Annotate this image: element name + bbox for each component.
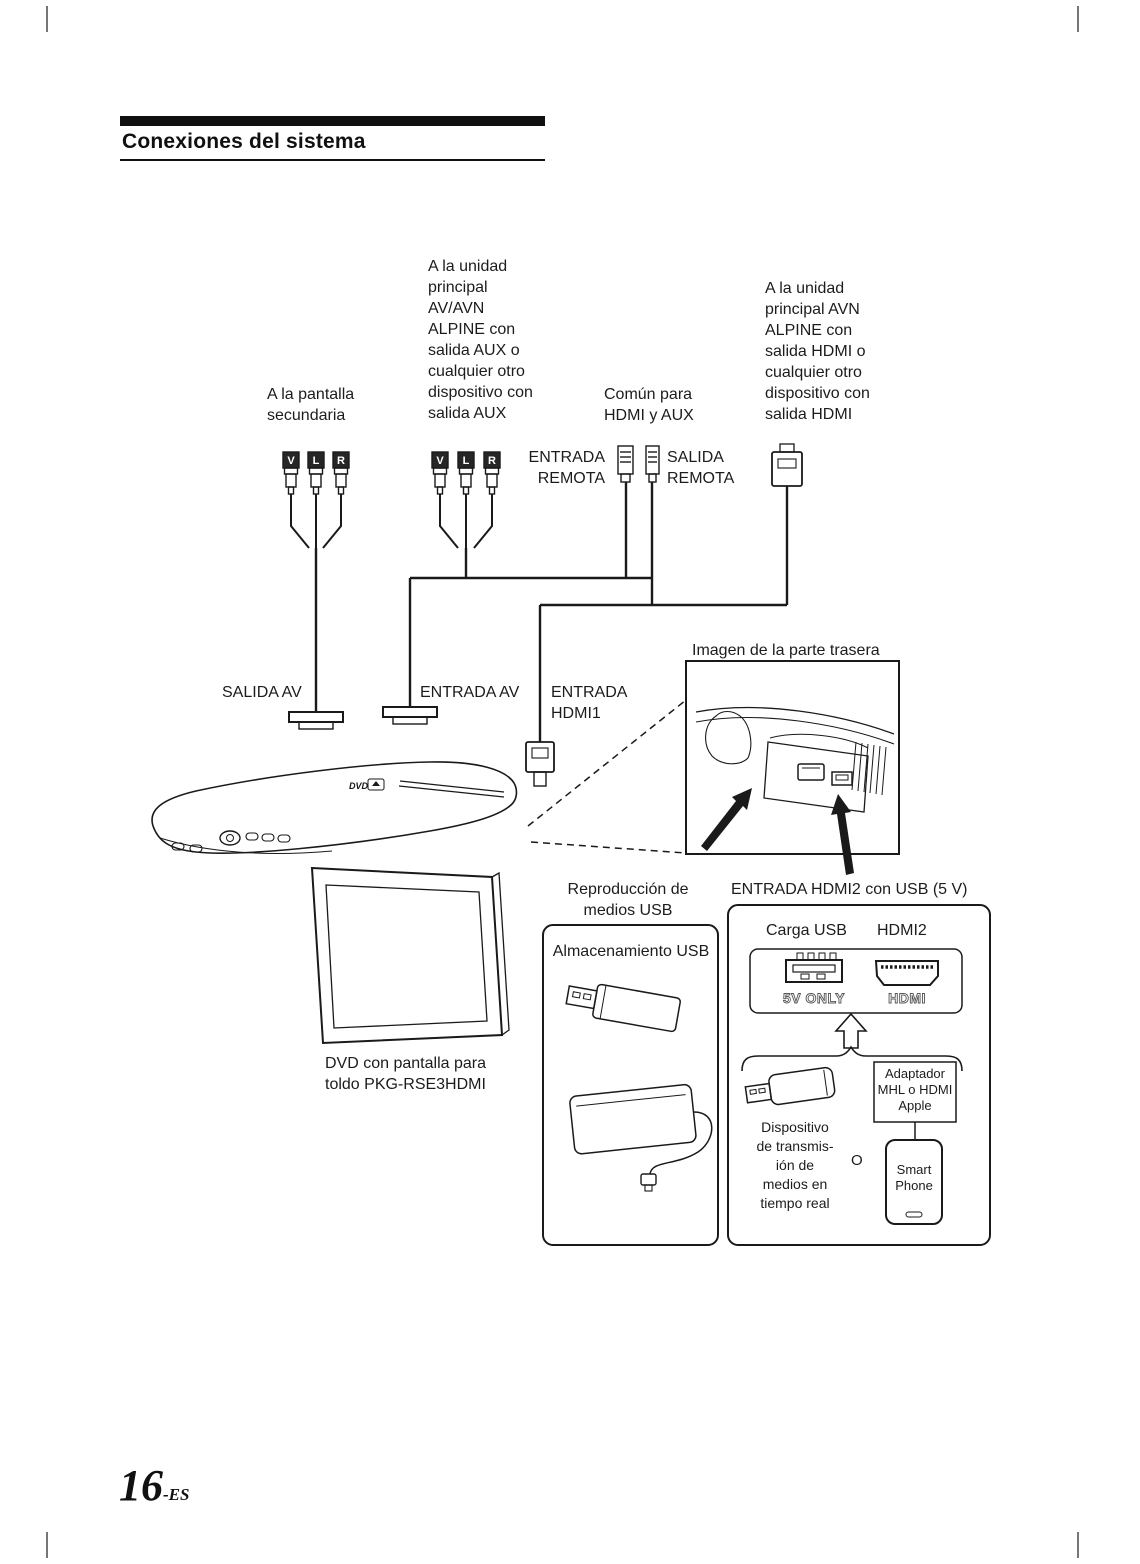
page-number-value: 16 — [119, 1461, 163, 1510]
rca-label-r: R — [488, 455, 496, 467]
usb-port-icon — [785, 952, 843, 983]
crop-marks-icon — [46, 6, 1079, 1558]
dashed-leader-lines — [527, 699, 687, 854]
usb-storage-box-drawing — [542, 924, 719, 1246]
harness-wires — [314, 482, 789, 742]
arrow-to-usb-port-icon — [701, 788, 752, 851]
label-av-output: SALIDA AV — [222, 684, 302, 701]
label-hdmi1-input: ENTRADA HDMI1 — [551, 684, 628, 722]
label-to-secondary-display: A la pantalla secundaria — [267, 386, 355, 424]
label-hdmi2: HDMI2 — [877, 922, 927, 939]
rca-label-v: V — [436, 455, 444, 467]
label-unit-caption: DVD con pantalla para toldo PKG-RSE3HDMI — [325, 1055, 486, 1093]
av-input-plug — [382, 706, 438, 725]
label-hdmi2-section-title: ENTRADA HDMI2 con USB (5 V) — [731, 881, 968, 898]
label-to-aux-head-unit: A la unidad principal AV/AVN ALPINE con … — [428, 258, 533, 422]
rca-label-l: L — [313, 455, 320, 467]
arrow-to-hdmi2-port-icon — [831, 794, 854, 875]
rca-label-l: L — [463, 455, 470, 467]
label-streaming-device: Dispositivo de transmis- ión de medios e… — [756, 1119, 834, 1211]
hdmi-head-unit-connector-icon — [771, 443, 803, 487]
up-arrow-icon — [834, 1012, 868, 1049]
dvd-overhead-unit-drawing: DVD — [151, 761, 518, 1045]
label-smartphone: Smart Phone — [895, 1162, 933, 1193]
remote-output-connector-icon — [645, 445, 660, 483]
section-header: Conexiones del sistema — [120, 116, 545, 161]
label-charge-usb: Carga USB — [766, 922, 847, 939]
label-remote-output: SALIDA REMOTA — [667, 449, 735, 487]
label-remote-input: ENTRADA REMOTA — [528, 449, 605, 487]
rca-label-r: R — [337, 455, 345, 467]
label-rear-view-title: Imagen de la parte trasera — [692, 642, 880, 659]
hdmi-port-label: HDMI — [888, 990, 926, 1006]
page-title: Conexiones del sistema — [120, 126, 545, 161]
dvd-logo: DVD — [349, 781, 369, 791]
label-to-hdmi-head-unit: A la unidad principal AVN ALPINE con sal… — [765, 280, 870, 423]
rca-connectors-av-output: V L R — [282, 451, 350, 730]
label-av-input: ENTRADA AV — [420, 684, 520, 701]
streaming-stick-icon — [744, 1066, 836, 1106]
hdmi-port-icon — [874, 960, 939, 986]
header-bar — [120, 116, 545, 126]
rca-connectors-av-input: V L R — [382, 451, 501, 725]
label-or: O — [851, 1152, 863, 1169]
label-usb-storage: Almacenamiento USB — [552, 943, 710, 960]
rca-label-v: V — [287, 455, 295, 467]
label-adapter: Adaptador MHL o HDMI Apple — [877, 1066, 953, 1113]
usb-port-label: 5V ONLY — [783, 990, 845, 1006]
page-number: 16-ES — [119, 1460, 189, 1511]
brace-icon — [741, 1045, 963, 1072]
label-common-hdmi-aux: Común para HDMI y AUX — [604, 386, 694, 424]
hdmi1-plug-icon — [525, 741, 555, 787]
page-number-suffix: -ES — [163, 1485, 190, 1504]
hdmi2-usb-box-drawing: 5V ONLY HDMI — [727, 904, 991, 1246]
av-output-plug — [288, 711, 344, 730]
rear-view-drawing — [685, 660, 900, 875]
remote-input-connector-icon — [617, 445, 634, 483]
smartphone-icon — [885, 1139, 943, 1225]
label-usb-playback: Reproducción de medios USB — [567, 881, 689, 919]
